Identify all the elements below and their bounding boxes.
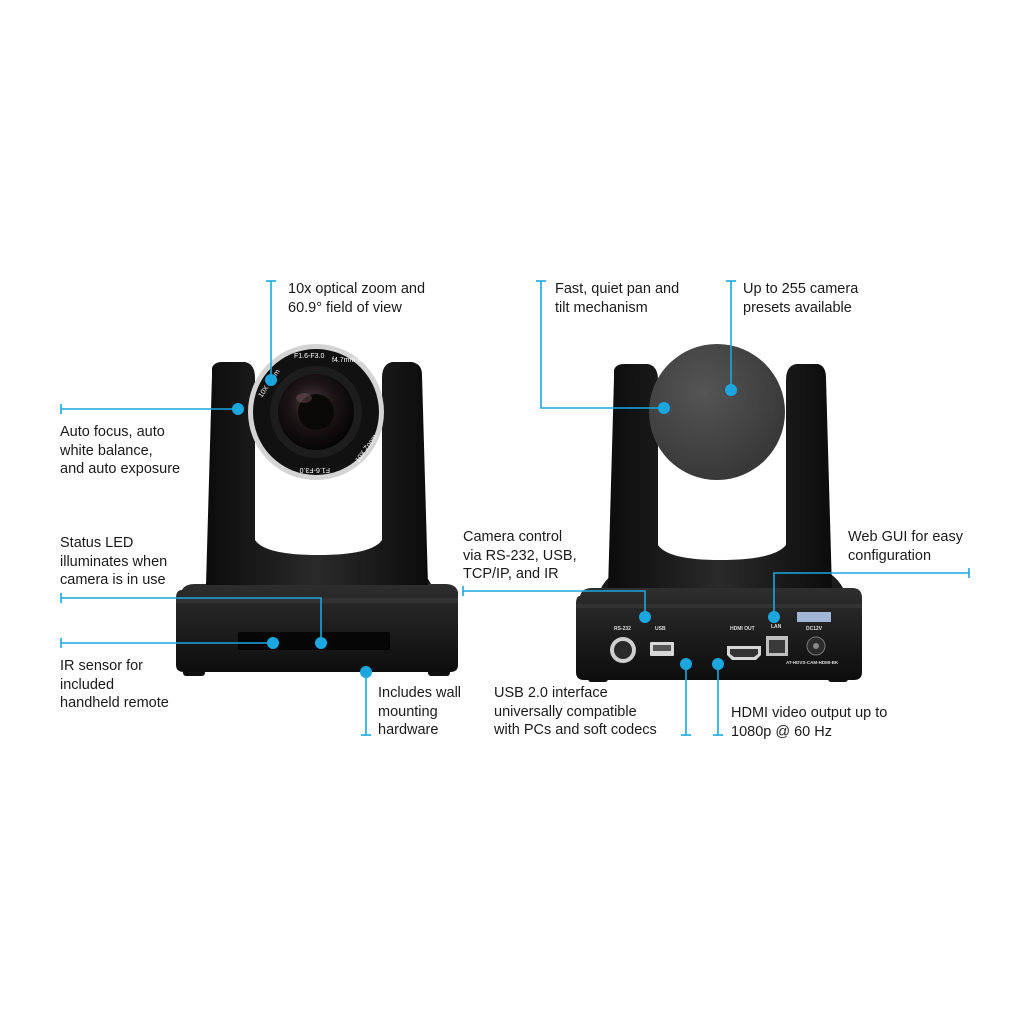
wall-mount-leader: [360, 666, 372, 736]
callout-control: Camera control via RS-232, USB, TCP/IP, …: [463, 528, 577, 584]
callout-control-line-1: Camera control: [463, 529, 563, 545]
callout-autofocus-line-3: and auto exposure: [60, 461, 181, 477]
lens-highlight: [296, 393, 312, 403]
model-label: AT-HDVS-CAM-HDMI-BK: [786, 660, 839, 665]
front-camera: F1.6-F3.0 f4.7mm-f47mm 10X Zoom 10X Zoom…: [176, 344, 458, 676]
callout-wall-mount: Includes wall mounting hardware: [378, 684, 461, 740]
callout-presets: Up to 255 camera presets available: [743, 280, 858, 317]
autofocus-leader-dot: [232, 403, 244, 415]
dc-power-pin: [813, 643, 819, 649]
callout-web-gui-line-2: configuration: [848, 547, 932, 564]
callout-pan-tilt: Fast, quiet pan and tilt mechanism: [555, 280, 679, 317]
callout-hdmi: HDMI video output up to 1080p @ 60 Hz: [731, 704, 887, 741]
ir-sensor-leader-dot: [267, 637, 279, 649]
callout-status-led-line-2: illuminates when: [60, 553, 168, 570]
control-leader-line: [463, 590, 646, 617]
wall-mount-leader-dot: [360, 666, 372, 678]
callout-ir-sensor-line-3: handheld remote: [60, 695, 169, 711]
callout-zoom: 10x optical zoom and 60.9° field of view: [288, 280, 425, 317]
usb-port-inner: [653, 645, 671, 651]
callout-usb: USB 2.0 interface universally compatible…: [494, 684, 657, 740]
callout-wall-mount-line-3: hardware: [378, 722, 439, 738]
status-led-leader: [60, 593, 327, 649]
zoom-leader-dot: [265, 374, 277, 386]
web-gui-leader-dot: [768, 611, 780, 623]
hdmi-port-inner: [730, 649, 758, 657]
lens-inner: [298, 394, 334, 430]
front-base-panel: [176, 598, 458, 603]
callout-control-line-3: TCP/IP, and IR: [463, 566, 559, 582]
rs232-port-inner: [614, 641, 632, 659]
usb-leader: [680, 658, 692, 736]
web-gui-leader: [768, 568, 970, 623]
callout-zoom-line-2: 60.9° field of view: [288, 299, 402, 316]
callout-pan-tilt-line-1: Fast, quiet pan and: [555, 281, 680, 297]
pan-tilt-leader: [536, 280, 670, 414]
ir-sensor-window: [238, 632, 390, 650]
status-led-leader-dot: [315, 637, 327, 649]
presets-leader: [725, 280, 737, 396]
callout-usb-line-2: universally compatible: [494, 703, 637, 720]
control-leader: [462, 586, 651, 623]
presets-leader-dot: [725, 384, 737, 396]
callout-wall-mount-line-2: mounting: [378, 703, 438, 720]
callout-presets-line-2: presets available: [743, 299, 852, 316]
model-sticker: [797, 612, 831, 622]
hdmi-label: HDMI OUT: [730, 626, 755, 632]
callout-control-line-2: via RS-232, USB,: [463, 547, 577, 564]
hdmi-leader: [712, 658, 724, 736]
rear-base-rim: [576, 604, 862, 608]
callout-pan-tilt-line-2: tilt mechanism: [555, 299, 648, 316]
pan-tilt-leader-line: [540, 281, 664, 409]
front-yoke: [206, 362, 428, 585]
callout-web-gui-line-1: Web GUI for easy: [848, 529, 963, 545]
rear-base: [576, 588, 862, 680]
callout-status-led: Status LED illuminates when camera is in…: [60, 534, 167, 590]
rear-camera: RS-232 USB HDMI OUT LAN DC12V AT-HDVS-CA…: [576, 344, 862, 682]
usb-label: USB: [655, 626, 666, 632]
rear-yoke: [608, 364, 832, 590]
callout-zoom-line-1: 10x optical zoom and: [288, 281, 426, 297]
ir-sensor-leader: [60, 637, 279, 649]
callout-autofocus: Auto focus, auto white balance, and auto…: [60, 423, 180, 479]
status-led-leader-line: [61, 597, 322, 643]
callout-autofocus-line-2: white balance,: [60, 442, 153, 459]
leader-lines: [60, 280, 970, 736]
callout-autofocus-line-1: Auto focus, auto: [60, 424, 165, 440]
zoom-leader: [265, 280, 277, 386]
callout-hdmi-line-1: HDMI video output up to: [731, 705, 888, 721]
callout-ir-sensor: IR sensor for included handheld remote: [60, 657, 169, 713]
pan-tilt-disc: [649, 344, 785, 480]
callout-hdmi-line-2: 1080p @ 60 Hz: [731, 723, 832, 740]
callout-usb-line-3: with PCs and soft codecs: [494, 722, 657, 738]
callout-usb-line-1: USB 2.0 interface: [494, 685, 608, 701]
lens-aperture-text-2: F1.6-F3.0: [300, 466, 330, 473]
usb-leader-dot: [680, 658, 692, 670]
callout-ir-sensor-line-1: IR sensor for: [60, 658, 143, 674]
lan-port-inner: [769, 640, 785, 653]
callout-wall-mount-line-1: Includes wall: [378, 685, 462, 701]
callout-presets-line-1: Up to 255 camera: [743, 281, 859, 297]
web-gui-leader-line: [773, 572, 969, 617]
lan-label: LAN: [771, 624, 782, 630]
callout-status-led-line-3: camera is in use: [60, 572, 166, 588]
dc-label: DC12V: [806, 626, 823, 632]
callout-web-gui: Web GUI for easy configuration: [848, 528, 963, 565]
control-leader-dot: [639, 611, 651, 623]
rs232-label: RS-232: [614, 626, 631, 632]
autofocus-leader: [60, 403, 244, 415]
hdmi-leader-dot: [712, 658, 724, 670]
callout-ir-sensor-line-2: included: [60, 676, 115, 693]
callout-status-led-line-1: Status LED: [60, 535, 134, 551]
pan-tilt-leader-dot: [658, 402, 670, 414]
lens-focal-text: f4.7mm-f47mm: [332, 357, 379, 364]
lens-aperture-text: F1.6-F3.0: [294, 353, 324, 360]
